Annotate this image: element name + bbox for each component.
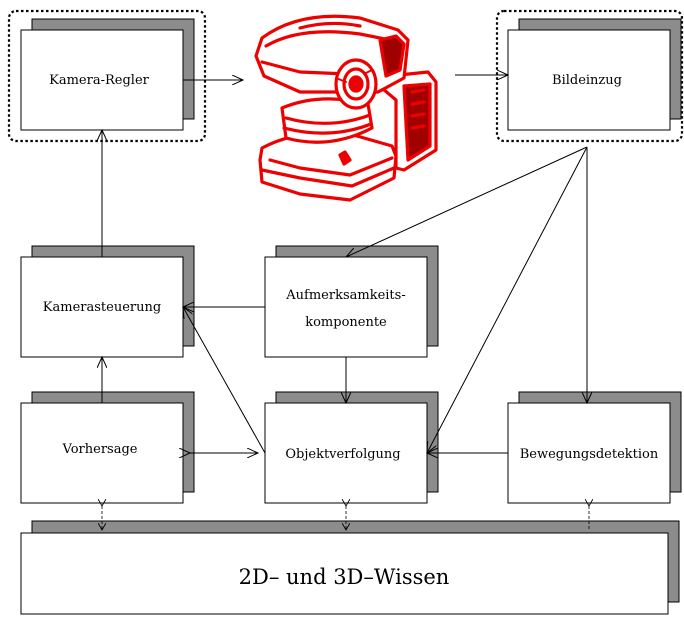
bildeinzug-group-frame bbox=[495, 9, 684, 143]
vorhersage-box: Vorhersage bbox=[20, 391, 195, 504]
arrow-bildeinzug-to-aufmerksamkeit bbox=[346, 146, 588, 257]
aufmerksamkeit-label-line1: Aufmerksamkeits- bbox=[285, 288, 405, 303]
bildeinzug-box: Bildeinzug bbox=[507, 18, 682, 131]
kamerasteuerung-box: Kamerasteuerung bbox=[20, 245, 195, 358]
arrow-objektverfolgung-to-kamerasteuerung bbox=[183, 307, 266, 454]
vorhersage-label: Vorhersage bbox=[62, 442, 138, 457]
objektverfolgung-box: Objektverfolgung bbox=[264, 391, 439, 504]
arrow-bildeinzug-to-objektverfolgung bbox=[427, 146, 588, 453]
kamerasteuerung-label: Kamerasteuerung bbox=[43, 300, 161, 315]
kamera-regler-label: Kamera-Regler bbox=[49, 73, 149, 88]
bewegungsdetektion-box: Bewegungsdetektion bbox=[507, 391, 682, 504]
bildeinzug-label: Bildeinzug bbox=[552, 73, 622, 88]
aufmerksamkeitskomponente-box: Aufmerksamkeits- komponente bbox=[264, 245, 439, 358]
wissen-box: 2D– und 3D–Wissen bbox=[20, 520, 680, 615]
kamera-regler-group-frame bbox=[7, 9, 207, 143]
wissen-label: 2D– und 3D–Wissen bbox=[239, 565, 450, 589]
aufmerksamkeit-label-line2: komponente bbox=[305, 315, 387, 330]
bewegungsdetektion-label: Bewegungsdetektion bbox=[520, 447, 659, 462]
kamera-regler-box: Kamera-Regler bbox=[20, 18, 195, 131]
pan-tilt-camera-icon bbox=[254, 14, 438, 202]
objektverfolgung-label: Objektverfolgung bbox=[285, 447, 400, 462]
